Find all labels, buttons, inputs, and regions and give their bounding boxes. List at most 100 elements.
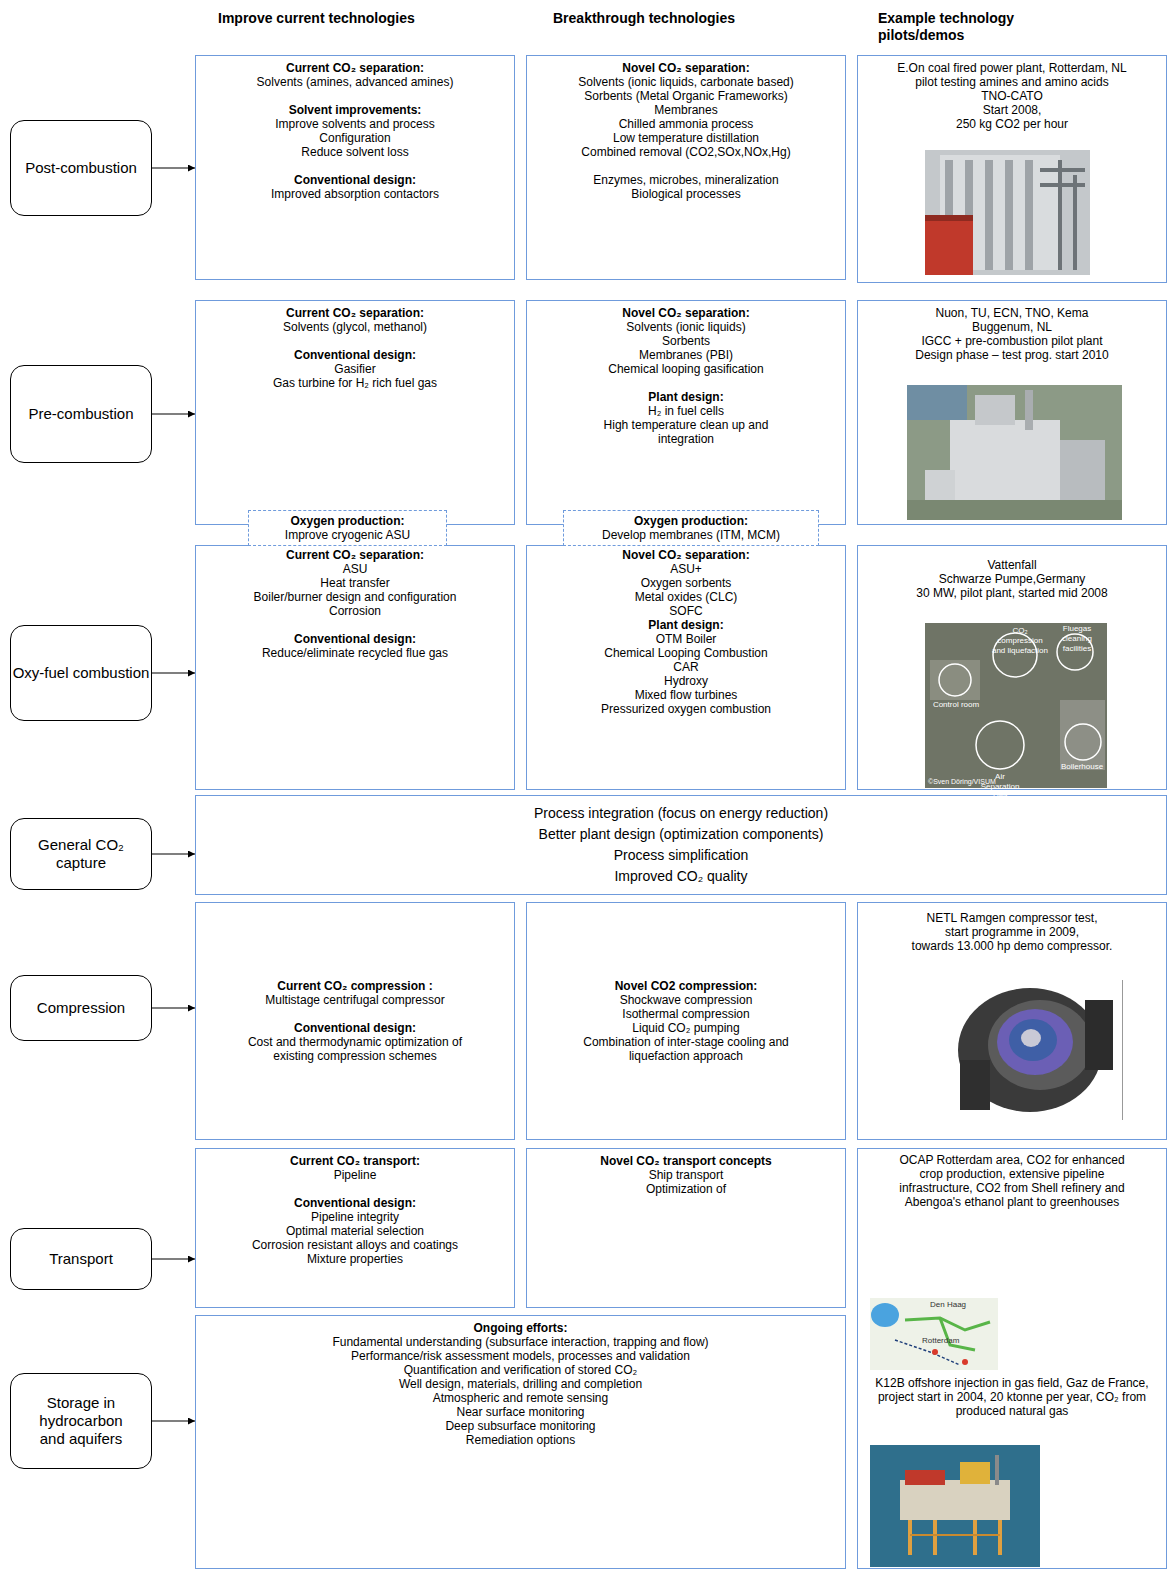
content-box: Nuon, TU, ECN, TNO, KemaBuggenum, NLIGCC… [857, 300, 1167, 525]
body-text: Better plant design (optimization compon… [539, 824, 824, 845]
content-box: Novel CO₂ separation:Solvents (ionic liq… [526, 55, 846, 280]
content-box: Current CO₂ separation:Solvents (glycol,… [195, 300, 515, 525]
body-text: TNO-CATO [981, 89, 1043, 103]
heading-text: Oxygen production: [291, 514, 405, 528]
heading-text: Novel CO₂ transport concepts [600, 1154, 771, 1168]
dashed-box: Oxygen production:Improve cryogenic ASU [248, 510, 447, 546]
body-text: Multistage centrifugal compressor [265, 993, 444, 1007]
heading-text: Conventional design: [294, 1021, 416, 1035]
body-text: K12B offshore injection in gas field, Ga… [872, 1376, 1152, 1418]
heading-text: Novel CO₂ separation: [622, 548, 749, 562]
body-text: Mixture properties [307, 1252, 403, 1266]
body-text: Gas turbine for H₂ rich fuel gas [273, 376, 437, 390]
body-text: NETL Ramgen compressor test, [927, 911, 1098, 925]
arrow-connector [152, 167, 195, 168]
body-text: Fundamental understanding (subsurface in… [332, 1335, 708, 1349]
body-text: Optimal material selection [286, 1224, 424, 1238]
body-text: Boiler/burner design and configuration [254, 590, 457, 604]
body-text: 250 kg CO2 per hour [956, 117, 1068, 131]
body-text: Near surface monitoring [456, 1405, 584, 1419]
row-label-box: General CO₂ capture [10, 818, 152, 890]
column-header: Improve current technologies [218, 10, 518, 27]
row-label-text: Transport [49, 1250, 113, 1268]
body-text: towards 13.000 hp demo compressor. [912, 939, 1113, 953]
content-box: VattenfallSchwarze Pumpe,Germany30 MW, p… [857, 545, 1167, 790]
body-text: Membranes [654, 103, 717, 117]
column-header: Breakthrough technologies [553, 10, 853, 27]
arrow-connector [152, 853, 195, 854]
heading-text: Conventional design: [294, 173, 416, 187]
body-text: Solvents (ionic liquids, carbonate based… [578, 75, 793, 89]
row-label-box: Compression [10, 975, 152, 1041]
power-plant-photo [925, 150, 1090, 275]
heading-text: Novel CO₂ separation: [622, 61, 749, 75]
body-text: Atmospheric and remote sensing [433, 1391, 608, 1405]
body-text: Improved CO₂ quality [614, 866, 747, 887]
photo-caption: Air Separation Unit [975, 772, 1025, 802]
compressor-drawing [958, 980, 1123, 1120]
row-label-text: Storage in hydrocarbon and aquifers [29, 1394, 134, 1448]
row-label-text: Pre-combustion [28, 405, 133, 423]
body-text: Well design, materials, drilling and com… [399, 1377, 642, 1391]
body-text: Solvents (glycol, methanol) [283, 320, 427, 334]
body-text: E.On coal fired power plant, Rotterdam, … [897, 61, 1126, 75]
content-box: Current CO₂ separation:Solvents (amines,… [195, 55, 515, 280]
photo-caption: Rotterdam [922, 1336, 972, 1346]
photo-caption: Fluegas cleaning facilities [1052, 624, 1102, 654]
body-text: Liquid CO₂ pumping [632, 1021, 739, 1035]
row-label-box: Pre-combustion [10, 365, 152, 463]
body-text: Improve solvents and process [275, 117, 434, 131]
body-text: Improve cryogenic ASU [285, 528, 410, 542]
body-text: pilot testing amines and amino acids [915, 75, 1108, 89]
heading-text: Current CO₂ separation: [286, 61, 424, 75]
column-header: Example technology pilots/demos [878, 10, 1028, 44]
content-box: Ongoing efforts:Fundamental understandin… [195, 1315, 846, 1569]
body-text: Mixed flow turbines [635, 688, 738, 702]
heading-text: Plant design: [648, 618, 723, 632]
content-box: Process integration (focus on energy red… [195, 795, 1167, 895]
heading-text: Ongoing efforts: [474, 1321, 568, 1335]
body-text: Pipeline [334, 1168, 377, 1182]
content-box: NETL Ramgen compressor test,start progra… [857, 902, 1167, 1140]
row-label-box: Storage in hydrocarbon and aquifers [10, 1373, 152, 1469]
photo-caption: Den Haag [930, 1300, 980, 1310]
arrow-connector [152, 413, 195, 414]
body-text: Cost and thermodynamic optimization of e… [230, 1035, 480, 1063]
row-label-box: Post-combustion [10, 120, 152, 216]
body-text: Buggenum, NL [972, 320, 1052, 334]
body-text: Isothermal compression [622, 1007, 749, 1021]
body-text: Vattenfall [987, 558, 1036, 572]
body-text: Reduce solvent loss [301, 145, 408, 159]
body-text: Configuration [319, 131, 390, 145]
body-text: OCAP Rotterdam area, CO2 for enhanced cr… [887, 1153, 1137, 1209]
body-text: High temperature clean up and integratio… [599, 418, 774, 446]
body-text: Enzymes, microbes, mineralization [593, 173, 778, 187]
body-text: IGCC + pre-combustion pilot plant [921, 334, 1102, 348]
body-text: Combined removal (CO2,SOx,NOx,Hg) [581, 145, 790, 159]
body-text: Biological processes [631, 187, 740, 201]
heading-text: Current CO₂ transport: [290, 1154, 420, 1168]
body-text: Design phase – test prog. start 2010 [915, 348, 1108, 362]
row-label-text: Oxy-fuel combustion [13, 664, 150, 682]
row-label-box: Transport [10, 1228, 152, 1290]
content-box: Novel CO₂ separation:ASU+Oxygen sorbents… [526, 545, 846, 790]
row-label-text: Post-combustion [25, 159, 137, 177]
arrow-connector [152, 1420, 195, 1421]
row-label-text: Compression [37, 999, 125, 1017]
arrow-connector [152, 1258, 195, 1259]
body-text: Schwarze Pumpe,Germany [939, 572, 1086, 586]
body-text: Develop membranes (ITM, MCM) [602, 528, 780, 542]
content-box: Current CO₂ compression :Multistage cent… [195, 902, 515, 1140]
body-text: H₂ in fuel cells [648, 404, 724, 418]
arrow-connector [152, 672, 195, 673]
body-text: Sorbents (Metal Organic Frameworks) [584, 89, 787, 103]
body-text: Pressurized oxygen combustion [601, 702, 771, 716]
body-text: Pipeline integrity [311, 1210, 399, 1224]
body-text: Solvents (ionic liquids) [626, 320, 745, 334]
content-box: OCAP Rotterdam area, CO2 for enhanced cr… [857, 1148, 1167, 1569]
content-box: E.On coal fired power plant, Rotterdam, … [857, 55, 1167, 283]
heading-text: Novel CO₂ separation: [622, 306, 749, 320]
body-text: CAR [673, 660, 698, 674]
body-text: Metal oxides (CLC) [635, 590, 738, 604]
row-label-text: General CO₂ capture [31, 836, 131, 872]
